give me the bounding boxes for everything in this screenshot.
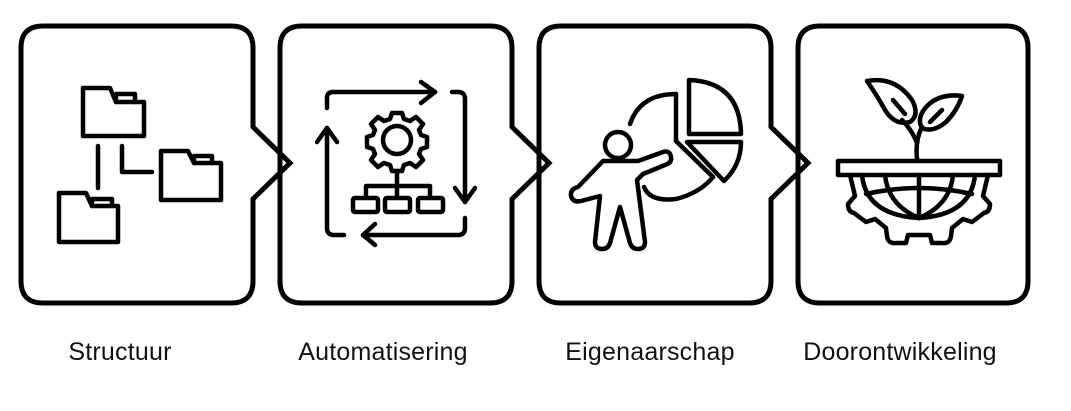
step-frame-4: [795, 23, 1031, 306]
step-frame-2: [277, 23, 553, 306]
plant-globe-gear-icon: [835, 77, 1003, 246]
step-label-1: Structuur: [68, 338, 172, 366]
step-label-2: Automatisering: [298, 338, 468, 366]
step-frame-1: [18, 23, 294, 306]
step-label-4: Doorontwikkeling: [803, 338, 997, 366]
person-pie-chart-icon: [568, 77, 744, 252]
step-label-3: Eigenaarschap: [565, 338, 735, 366]
step-frame-3: [536, 23, 812, 306]
folder-hierarchy-icon: [56, 85, 224, 245]
gear-workflow-cycle-icon: [314, 79, 478, 248]
